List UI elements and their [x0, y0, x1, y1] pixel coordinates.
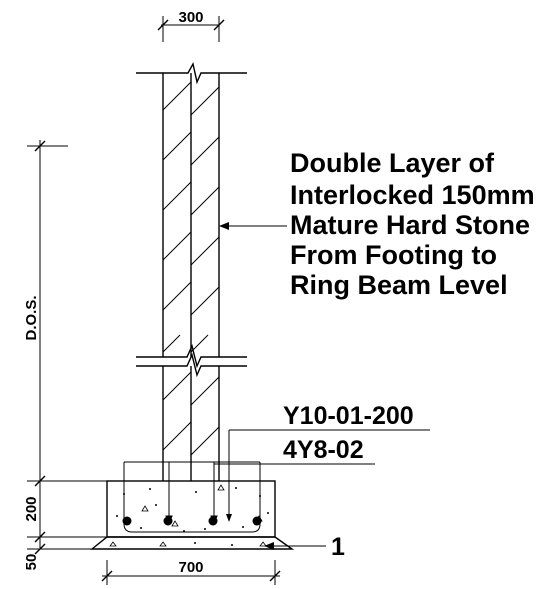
wall-hatch	[162, 81, 220, 456]
note-line-3: Mature Hard Stone	[290, 210, 530, 240]
mid-break-line-lower	[136, 352, 247, 378]
wall-width-dimension: 300	[157, 9, 225, 42]
note-line-4: From Footing to	[290, 240, 497, 270]
footing-width-dimension: 700	[101, 559, 281, 585]
wall-width-label: 300	[178, 9, 203, 26]
blinding-callout: 1	[264, 533, 345, 561]
blinding-outline	[90, 536, 295, 550]
concrete-texture	[116, 484, 269, 532]
main-bar-label: 4Y8-02	[283, 436, 364, 464]
blinding-layer	[90, 536, 295, 550]
footing-depth-label: 200	[23, 496, 40, 521]
mid-break-line-upper	[136, 343, 247, 369]
height-dimension: D.O.S. 200 50	[23, 140, 110, 570]
top-break-line	[136, 62, 247, 85]
distribution-bar-label: Y10-01-200	[283, 402, 414, 430]
rebar-callouts: Y10-01-200 4Y8-02	[214, 402, 430, 522]
starter-bars	[123, 461, 261, 533]
note-line-1: Double Layer of	[290, 148, 495, 178]
blinding-label: 50	[23, 554, 40, 571]
stone-wall	[136, 62, 247, 481]
footing-outline	[106, 480, 276, 538]
note-line-2: Interlocked 150mm	[290, 180, 535, 210]
note-line-5: Ring Beam Level	[290, 270, 508, 300]
stone-note: Double Layer of Interlocked 150mm Mature…	[219, 148, 535, 300]
footing-width-label: 700	[178, 559, 203, 576]
height-label: D.O.S.	[23, 295, 40, 340]
main-rebar-dots	[122, 516, 262, 526]
callout-number: 1	[331, 533, 345, 561]
